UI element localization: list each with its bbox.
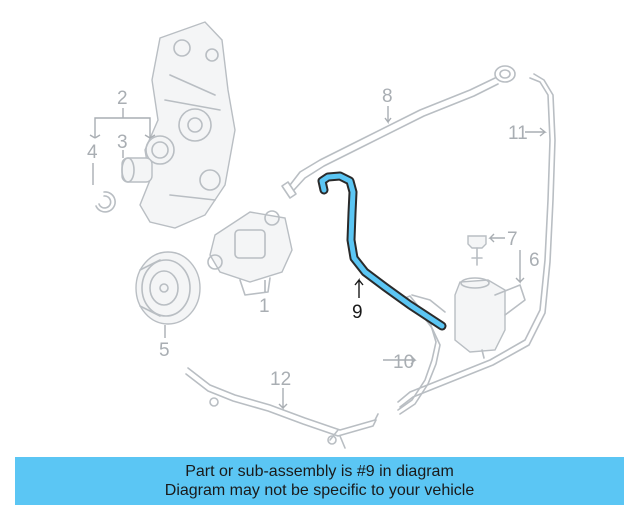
- banner-line-disclaimer: Diagram may not be specific to your vehi…: [164, 482, 475, 499]
- callout-leaders: [89, 106, 547, 410]
- callout-12: 12: [270, 369, 291, 390]
- return-line: [397, 73, 556, 408]
- callout-9-leader: [354, 278, 364, 298]
- callout-11: 11: [508, 123, 528, 144]
- bushing: [121, 157, 153, 183]
- reservoir-cap: [467, 235, 487, 266]
- callout-2: 2: [117, 88, 128, 109]
- cooler-line: [185, 367, 379, 449]
- pump-pulley: [135, 251, 201, 325]
- callout-9: 9: [352, 302, 363, 323]
- callout-5: 5: [159, 340, 170, 361]
- callout-7: 7: [507, 229, 518, 250]
- banner-line-part: Part or sub-assembly is #9 in diagram: [185, 463, 454, 480]
- callout-3: 3: [117, 132, 128, 153]
- parts-diagram: 1 2 3 4 5 6 7 8 9 10 11 12: [87, 21, 556, 449]
- callout-10: 10: [393, 352, 414, 373]
- callout-1: 1: [259, 296, 270, 317]
- callout-4: 4: [87, 142, 98, 163]
- highlighted-hose-part-9: [317, 171, 447, 331]
- fluid-reservoir: [454, 277, 526, 359]
- info-banner: Part or sub-assembly is #9 in diagram Di…: [15, 457, 624, 505]
- mounting-bracket: [139, 21, 236, 229]
- steering-pump: [207, 210, 293, 296]
- callout-8: 8: [382, 86, 393, 107]
- snap-ring: [95, 191, 116, 213]
- pressure-hose: [281, 65, 516, 199]
- callout-6: 6: [529, 250, 540, 271]
